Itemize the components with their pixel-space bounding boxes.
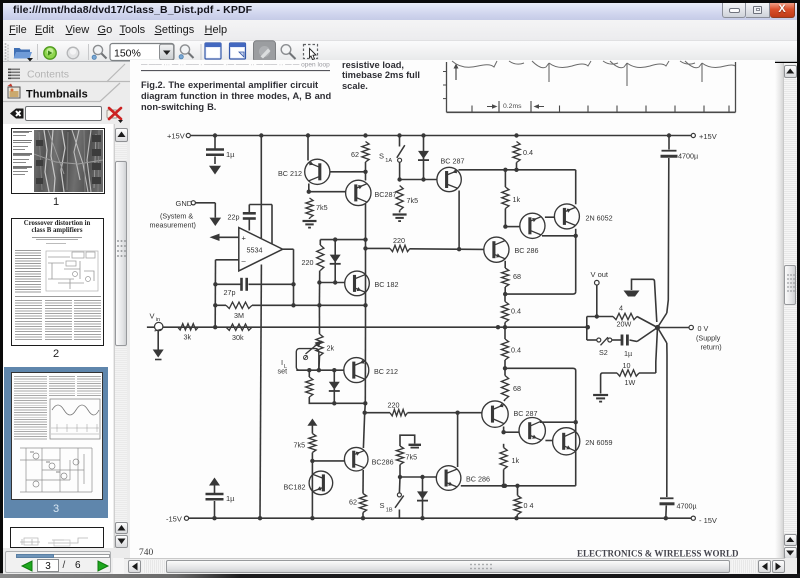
svg-text:ELECTRONICS & WIRELESS WORLD: ELECTRONICS & WIRELESS WORLD xyxy=(577,549,739,559)
svg-text:1k: 1k xyxy=(512,456,520,465)
svg-text:0.2ms: 0.2ms xyxy=(503,103,522,110)
svg-text:S: S xyxy=(380,501,385,510)
svg-text:BC 182: BC 182 xyxy=(375,280,399,289)
svg-text:0.4: 0.4 xyxy=(511,307,521,316)
svg-text:7k5: 7k5 xyxy=(294,441,306,450)
svg-text:2k: 2k xyxy=(327,344,335,353)
svg-text:(Supply: (Supply xyxy=(696,334,721,343)
svg-text:return): return) xyxy=(701,343,722,352)
svg-text:7k5: 7k5 xyxy=(316,203,328,212)
svg-text:BC182: BC182 xyxy=(284,483,306,492)
svg-text:1µ: 1µ xyxy=(226,494,235,503)
svg-text:0.4: 0.4 xyxy=(523,148,533,157)
svg-text:measurement): measurement) xyxy=(150,221,196,230)
svg-text:-15V: -15V xyxy=(166,515,182,524)
svg-text:BC 212: BC 212 xyxy=(374,367,398,376)
svg-text:V: V xyxy=(150,312,155,321)
svg-text:22p: 22p xyxy=(228,213,240,222)
svg-text:+15V: +15V xyxy=(167,132,185,141)
svg-text:2N 6059: 2N 6059 xyxy=(585,438,612,447)
svg-text:4700µ: 4700µ xyxy=(678,152,698,161)
svg-text:S: S xyxy=(379,152,384,161)
svg-text:3k: 3k xyxy=(184,333,192,342)
svg-text:1µ: 1µ xyxy=(624,349,632,358)
svg-text:1k: 1k xyxy=(513,195,521,204)
svg-text:L: L xyxy=(284,364,287,370)
svg-text:BC 287: BC 287 xyxy=(514,409,538,418)
svg-text:I: I xyxy=(281,358,283,367)
svg-text:Thumbnails: Thumbnails xyxy=(26,89,88,101)
svg-text:27p: 27p xyxy=(224,288,236,297)
svg-text:BC287: BC287 xyxy=(375,190,397,199)
svg-text:0 4: 0 4 xyxy=(524,501,534,510)
svg-text:(System &: (System & xyxy=(160,212,193,221)
svg-text:0 V: 0 V xyxy=(698,324,709,333)
svg-text:2N 6052: 2N 6052 xyxy=(586,214,613,223)
svg-text:1µ: 1µ xyxy=(226,150,235,159)
svg-text:+15V: +15V xyxy=(699,132,717,141)
svg-text:10: 10 xyxy=(623,361,631,370)
svg-text:220: 220 xyxy=(302,258,314,267)
svg-text:220: 220 xyxy=(388,401,400,410)
svg-text:set: set xyxy=(278,367,288,376)
svg-text:30k: 30k xyxy=(232,333,244,342)
svg-text:+: + xyxy=(242,234,247,243)
svg-text:1W: 1W xyxy=(625,378,636,387)
svg-text:- 15V: - 15V xyxy=(699,516,717,525)
svg-text:BC 286: BC 286 xyxy=(515,246,539,255)
svg-text:740: 740 xyxy=(139,548,154,558)
svg-text:BC 286: BC 286 xyxy=(466,475,490,484)
svg-text:62: 62 xyxy=(351,150,359,159)
svg-text:BC286: BC286 xyxy=(372,457,394,466)
svg-text:1A: 1A xyxy=(385,158,392,164)
svg-text:Contents: Contents xyxy=(27,69,69,81)
svg-text:4: 4 xyxy=(619,304,623,313)
svg-text:4700µ: 4700µ xyxy=(677,502,697,511)
svg-text:7k5: 7k5 xyxy=(406,453,418,462)
svg-text:BC 287: BC 287 xyxy=(441,157,465,166)
svg-text:7k5: 7k5 xyxy=(407,196,419,205)
svg-text:–: – xyxy=(242,256,247,265)
svg-text:220: 220 xyxy=(393,236,405,245)
svg-text:68: 68 xyxy=(513,272,521,281)
svg-text:V out: V out xyxy=(591,270,609,279)
svg-text:20W: 20W xyxy=(617,320,632,329)
svg-text:62: 62 xyxy=(349,498,357,507)
svg-text:in: in xyxy=(156,317,160,323)
svg-text:5534: 5534 xyxy=(247,246,263,255)
svg-text:68: 68 xyxy=(513,384,521,393)
svg-text:BC 212: BC 212 xyxy=(278,169,302,178)
svg-text:150%: 150% xyxy=(114,48,141,60)
svg-text:0.4: 0.4 xyxy=(511,346,521,355)
svg-text:S2: S2 xyxy=(599,348,608,357)
svg-text:1B: 1B xyxy=(386,508,393,514)
svg-text:3M: 3M xyxy=(234,311,244,320)
svg-text:GND: GND xyxy=(176,199,193,208)
svg-text:— —— ··· — ·· —— · ——— ·— —— ·: — —— ··· — ·· —— · ——— ·— —— ·· — —— ·· … xyxy=(141,62,330,69)
